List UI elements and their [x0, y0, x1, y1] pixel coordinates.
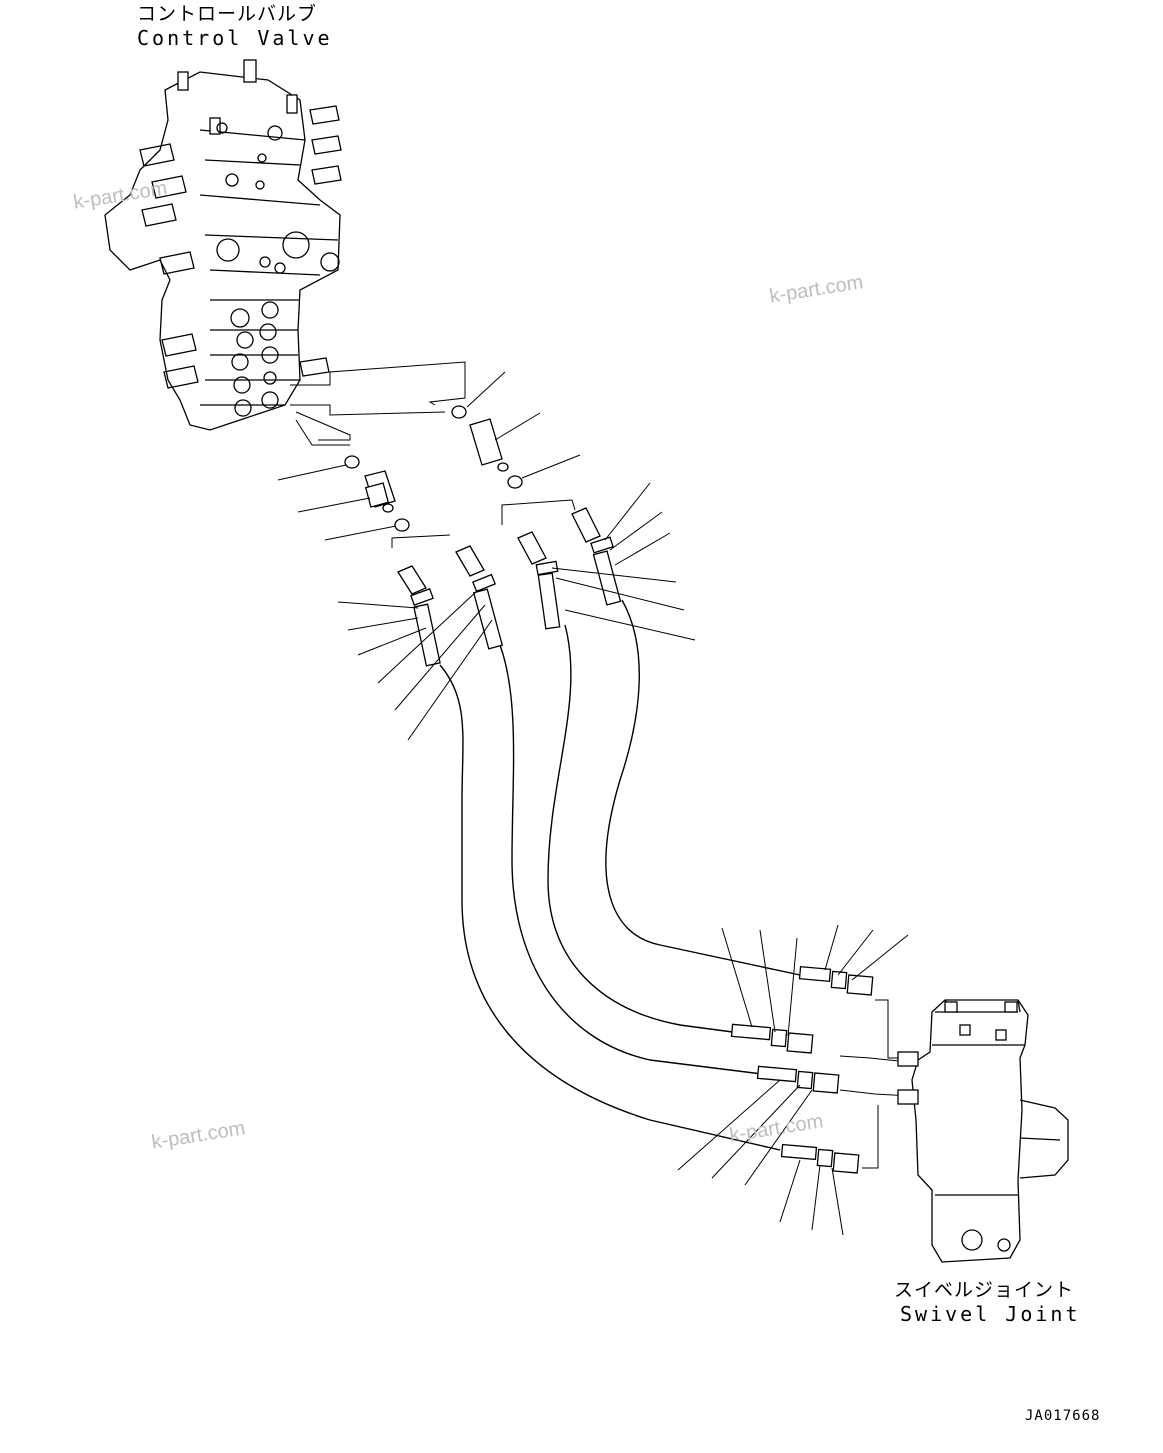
- callout-leader-lines: [337, 482, 909, 1236]
- control-valve-label-jp: コントロールバルブ: [137, 3, 318, 25]
- control-valve-label-en: Control Valve: [137, 26, 333, 50]
- control-valve-assembly: [104, 59, 342, 431]
- swivel-joint-label-en: Swivel Joint: [900, 1302, 1081, 1326]
- left-adapter-group: [277, 455, 410, 541]
- right-adapter-group: [451, 371, 581, 489]
- lower-hose-fittings: [730, 966, 912, 1174]
- hydraulic-hoses: [439, 599, 801, 1151]
- routing-outline-lines: [290, 361, 576, 548]
- upper-hose-fittings: [397, 507, 622, 667]
- drawing-code: JA017668: [1025, 1408, 1101, 1424]
- swivel-joint-assembly: [897, 999, 1069, 1263]
- swivel-joint-label-jp: スイベルジョイント: [894, 1279, 1075, 1301]
